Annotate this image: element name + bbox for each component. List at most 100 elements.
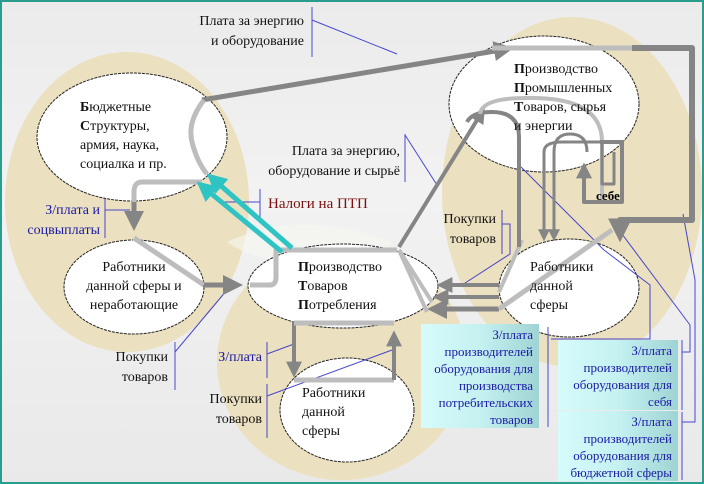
node-budget-line: армия, наука, [80,138,160,153]
label-line: Покупки [115,350,169,365]
node-workers-industrial-line: сферы [530,298,569,313]
node-consumer-line: оваров [307,279,348,294]
box-line: производителей [583,431,672,446]
arrow-consumer-to-industrial [397,107,485,249]
node-budget-line: социалка и пр. [80,157,167,172]
box-line: З/плата [631,414,672,429]
label-purchases-left: Покупки товаров [98,348,169,388]
node-industrial-line: оваров, сырья [523,100,607,115]
box-line: производства [458,378,533,393]
label-line: Плата за энергию [199,14,304,29]
leader-energy-raw [404,134,438,186]
box-line: оборудования для [573,448,672,463]
box-line: З/плата [492,327,533,342]
label-line: и оборудование [210,34,304,49]
node-budget-initial: С [80,119,91,134]
label-line: оборудование и сырьё [268,164,400,179]
arrow-industrial-arc-outer [465,110,521,247]
box-line: оборудования для [434,361,533,376]
label-line: З/плата и [45,203,100,218]
node-consumer-initial: Т [298,279,308,294]
box-line: производителей [583,360,672,375]
arrow-taxes-2 [196,181,284,254]
node-industrial-initial: П [514,62,525,77]
node-workers-industrial: Работники данной сферы [530,258,593,315]
leader-purchases-left [174,283,233,390]
label-purchases-right: Покупки товаров [426,210,497,250]
node-budget-line: труктуры, [90,119,150,134]
arrow-industrial-arc-in1 [542,140,600,234]
arrow-consumer-inner [250,247,397,288]
leader-salary-consumer [266,342,295,378]
flow-arrows [124,41,695,383]
node-budget: Бюджетные Структуры, армия, наука, социа… [80,98,167,174]
label-salary-social: З/плата и соцвыплаты [8,201,100,241]
node-industrial-line: ромышленных [524,81,613,96]
node-budget-line: юджетные [89,100,152,115]
node-workers-consumer: Работники данной сферы [302,384,365,441]
box-line: себя [648,394,672,409]
ellipse-workers-consumer [279,357,415,463]
label-line: товаров [121,370,168,385]
leader-salary-self-b [615,225,691,353]
node-industrial-initial: П [514,81,525,96]
box-line: потребительских [438,395,533,410]
node-workers-industrial-line: данной [530,279,573,294]
node-industrial: Производство Промышленных Товаров, сырья… [514,60,612,136]
label-line: Покупки [443,212,497,227]
arrow-industrial-right-loop [608,45,695,243]
box-line: З/плата [631,343,672,358]
node-workers-consumer-line: Работники [302,386,366,401]
box-line: товаров [490,412,533,427]
node-workers-consumer-line: сферы [302,424,341,439]
box-salary-consumer-equipment: З/плата производителей оборудования для … [421,324,539,428]
node-budget-initial: Б [80,100,90,115]
label-purchases-bottom: Покупки товаров [192,390,263,430]
label-line: соцвыплаты [27,223,100,238]
node-workers-consumer-line: данной [302,405,345,420]
node-industrial-line: и энергии [514,119,573,134]
label-energy-equipment: Плата за энергию и оборудование [172,12,304,52]
node-consumer-line: роизводство [308,260,382,275]
arrow-self-loop [576,140,624,204]
arrow-workers-diag [132,235,206,288]
leader-energy-equipment [311,7,398,57]
label-line: Плата за энергию, [291,144,400,159]
leader-salary-self-a [518,164,651,340]
box-line: производителей [444,344,533,359]
leader-lines [104,7,696,480]
label-self: себе [596,188,620,203]
label-taxes: Налоги на ПТП [268,196,368,212]
box-salary-budget: З/плата производителей оборудования для … [558,411,678,481]
arrow-industrial-arc-in2 [552,132,589,153]
node-consumer-line: отребления [308,298,377,313]
node-consumer-goods: Производство Товаров Потребления [298,258,382,315]
arrow-self-inner [600,142,616,186]
leader-salary-budget [682,213,696,423]
label-line: товаров [215,412,262,427]
leader-purchases-bottom [266,349,393,438]
label-salary-consumer: З/плата [218,350,262,365]
label-energy-raw: Плата за энергию, оборудование и сырьё [238,142,400,182]
node-industrial-line: роизводство [524,62,598,77]
arrow-fan-3 [497,227,614,312]
node-workers-budget-line: Работники [102,260,166,275]
box-line: бюджетной сферы [570,465,672,480]
arrow-budget-to-workers [131,179,202,224]
node-industrial-initial: Т [514,100,524,115]
arrow-budget-to-industrial [201,41,514,103]
leader-purchases-right [461,210,511,286]
arrow-budget-curve [188,98,209,176]
label-line: товаров [449,232,496,247]
node-workers-budget-line: неработающие [89,298,179,313]
label-line: Покупки [209,392,263,407]
node-workers-industrial-line: Работники [530,260,594,275]
node-workers-budget: Работники данной сферы и неработающие [74,258,194,315]
arrow-fan-2 [397,249,429,313]
node-consumer-initial: П [298,260,309,275]
node-consumer-initial: П [298,298,309,313]
arrow-taxes-1 [206,173,294,250]
box-line: оборудования для [573,377,672,392]
